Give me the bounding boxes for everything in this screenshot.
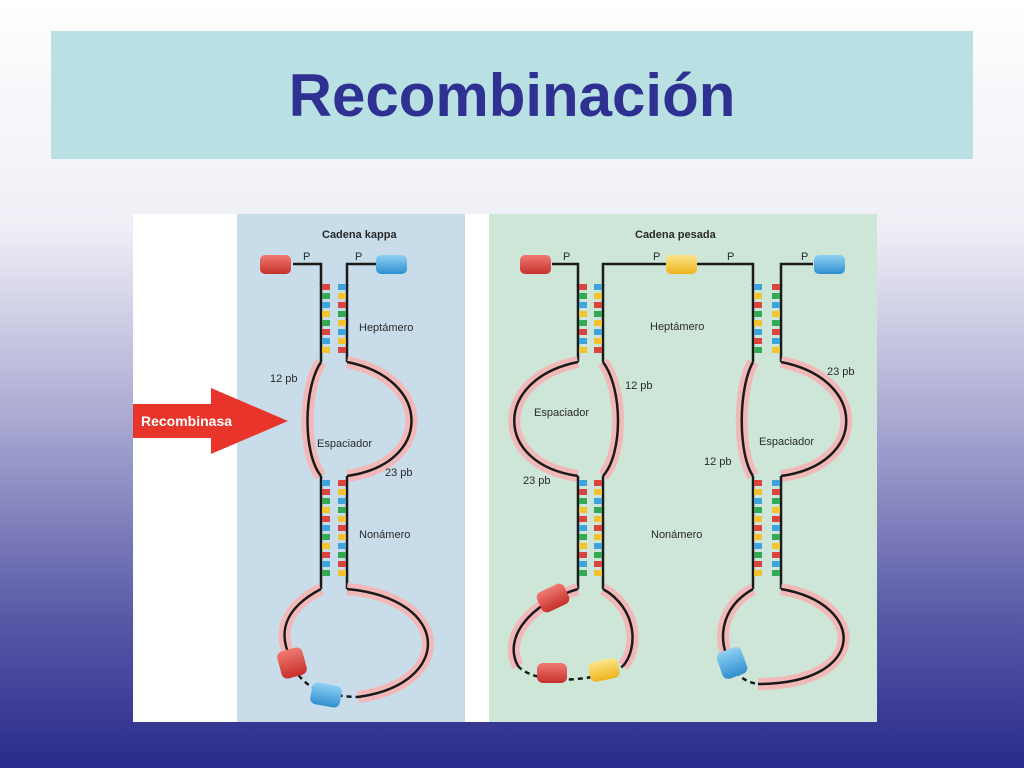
red-segment — [537, 663, 567, 683]
blue-segment — [310, 682, 342, 708]
heptamer-label: Heptámero — [359, 322, 413, 334]
heptamer-base-pairs — [579, 284, 602, 353]
spacer-label: Espaciador — [759, 436, 814, 448]
recombinase-label: Recombinasa — [141, 413, 232, 429]
yellow-segment — [666, 255, 697, 274]
heptamer-base-pairs — [322, 284, 346, 353]
red-segment — [520, 255, 551, 274]
heavy-chain: Cadena pesada P P P P — [507, 229, 855, 690]
yellow-segment — [588, 658, 620, 682]
heavy-header: Cadena pesada — [635, 229, 717, 241]
heptamer-base-pairs — [754, 284, 780, 353]
recombinase-arrow: Recombinasa — [133, 388, 288, 454]
kappa-chain: Cadena kappa P P Heptámero — [260, 229, 434, 708]
blue-segment — [376, 255, 407, 274]
recombination-diagram: Recombinasa Cadena kappa P P — [133, 214, 877, 722]
bp-23-label: 23 pb — [523, 475, 551, 487]
red-segment — [277, 647, 307, 679]
recombination-figure: Recombinasa Cadena kappa P P — [133, 214, 877, 722]
nonamer-base-pairs — [754, 480, 780, 576]
blue-segment — [716, 647, 748, 679]
heptamer-label: Heptámero — [650, 321, 704, 333]
bp-23-label: 23 pb — [827, 366, 855, 378]
kappa-header: Cadena kappa — [322, 229, 397, 241]
nonamer-label: Nonámero — [651, 529, 702, 541]
red-segment — [260, 255, 291, 274]
spacer-label: Espaciador — [534, 407, 589, 419]
bp-12-label: 12 pb — [625, 380, 653, 392]
blue-segment — [814, 255, 845, 274]
spacer-label: Espaciador — [317, 438, 372, 450]
nonamer-base-pairs — [579, 480, 602, 576]
bp-23-label: 23 pb — [385, 467, 413, 479]
nonamer-base-pairs — [322, 480, 346, 576]
p-label: P — [801, 251, 808, 263]
bp-12-label: 12 pb — [270, 373, 298, 385]
p-label: P — [303, 251, 310, 263]
p-label: P — [727, 251, 734, 263]
p-label: P — [355, 251, 362, 263]
red-segment — [536, 583, 570, 613]
title-bar: Recombinación — [51, 31, 973, 159]
nonamer-label: Nonámero — [359, 529, 410, 541]
page-title: Recombinación — [288, 61, 736, 129]
p-label: P — [563, 251, 570, 263]
p-label: P — [653, 251, 660, 263]
bp-12-label: 12 pb — [704, 456, 732, 468]
